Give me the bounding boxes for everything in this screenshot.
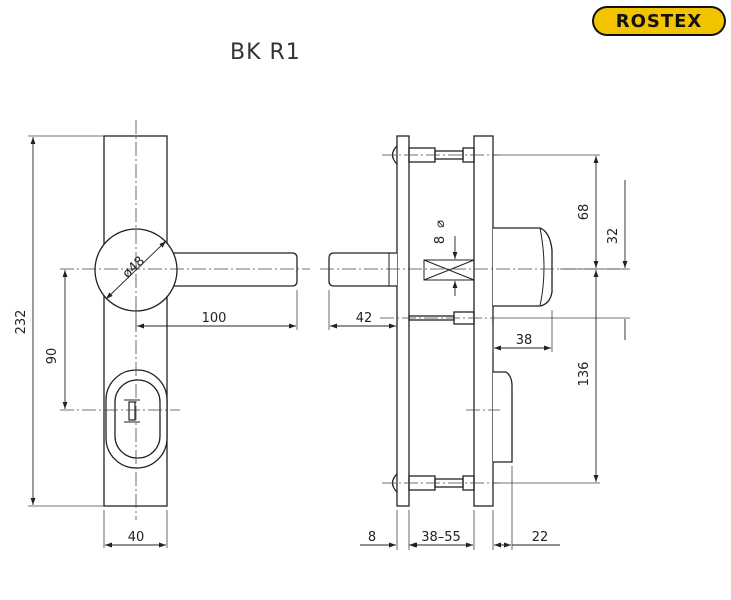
drawing-title: BK R1 bbox=[230, 40, 301, 65]
logo-badge: ROSTEX bbox=[594, 8, 724, 34]
label-width: 40 bbox=[128, 530, 145, 545]
label-bottom-spacing: 136 bbox=[577, 362, 592, 387]
side-inner-plate bbox=[396, 135, 410, 507]
lever-arm bbox=[160, 252, 298, 287]
label-lever-projection: 42 bbox=[356, 311, 373, 326]
label-knob-depth: 38 bbox=[516, 333, 533, 348]
label-top-spacing: 68 bbox=[577, 204, 592, 221]
label-diameter-mark: ⌀ bbox=[433, 220, 448, 228]
square-spindle bbox=[423, 259, 475, 281]
cylinder-projection bbox=[493, 371, 513, 463]
front-dimension-lines bbox=[30, 137, 296, 548]
side-extension-lines bbox=[328, 154, 630, 550]
cylinder-keyhole bbox=[128, 401, 136, 421]
label-door-thickness: 38–55 bbox=[421, 530, 461, 545]
side-outer-plate bbox=[473, 135, 494, 507]
side-lever-stub bbox=[328, 252, 397, 287]
side-dimension-lines bbox=[330, 156, 628, 548]
label-plate-thickness: 8 bbox=[368, 530, 376, 545]
knob bbox=[493, 227, 553, 307]
side-view bbox=[320, 135, 630, 550]
label-square-spindle: 8 bbox=[433, 236, 448, 244]
front-center-lines bbox=[60, 120, 310, 520]
logo-text: ROSTEX bbox=[615, 10, 703, 32]
label-lever-length: 100 bbox=[202, 311, 227, 326]
front-view bbox=[28, 120, 310, 548]
label-height: 232 bbox=[14, 310, 29, 335]
label-handle-to-cylinder: 90 bbox=[45, 348, 60, 365]
cylinder-slot bbox=[124, 399, 140, 423]
cylinder-cover-outer bbox=[105, 369, 168, 469]
dim-diameter bbox=[105, 240, 167, 300]
front-extension-lines bbox=[28, 135, 298, 548]
rostex-logo: ROSTEX bbox=[592, 6, 726, 36]
label-outer-projection: 22 bbox=[532, 530, 549, 545]
cylinder-cover-inner bbox=[114, 379, 161, 459]
label-knob-offset: 32 bbox=[606, 228, 621, 245]
